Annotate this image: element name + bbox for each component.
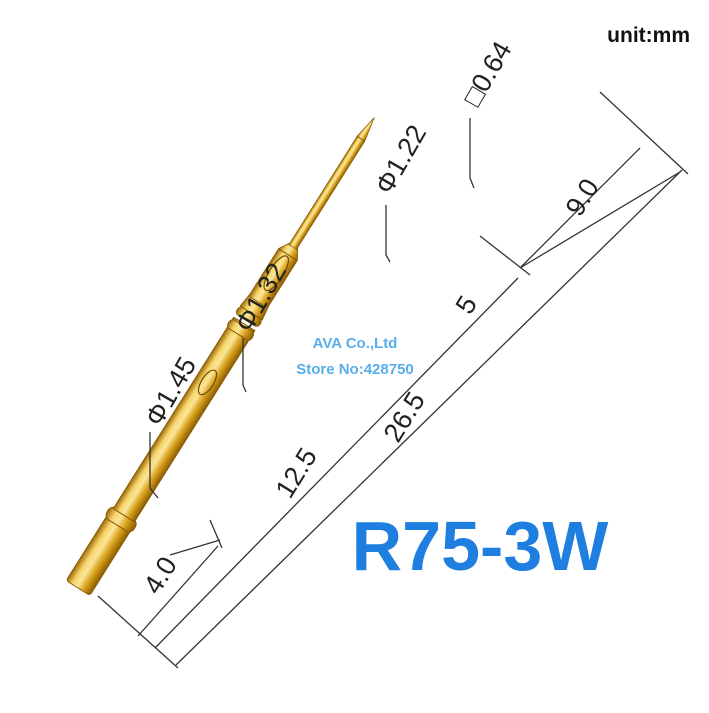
- len-label-crimp-shoulder: 5: [450, 291, 483, 320]
- watermark-line-2: Store No:428750: [296, 361, 414, 378]
- probe-engraving-plunger: [263, 255, 290, 292]
- dia-label-tip: □0.64: [457, 36, 517, 111]
- len-label-total: 26.5: [378, 387, 431, 447]
- probe-crimp-ring-1: [227, 319, 255, 341]
- probe-barrel: [112, 316, 256, 523]
- len-label-tip: 9.0: [560, 173, 605, 221]
- len-label-tail: 4.0: [138, 551, 183, 599]
- unit-label: unit:mm: [607, 24, 690, 47]
- probe-tip-shaft: [288, 135, 366, 250]
- dia-label-shoulder: Φ1.22: [369, 120, 432, 199]
- length-dimensions: [97, 91, 689, 669]
- probe-tip-point: [356, 117, 375, 142]
- probe-shoulder: [277, 242, 299, 262]
- probe-body: [66, 117, 375, 595]
- probe-engraving-barrel: [197, 369, 218, 396]
- model-label: R75-3W: [352, 507, 609, 585]
- watermark-line-1: AVA Co.,Ltd: [313, 335, 398, 352]
- diameter-leaders: [149, 118, 475, 499]
- len-label-barrel: 12.5: [270, 443, 323, 503]
- dia-label-barrel: Φ1.32: [229, 258, 292, 337]
